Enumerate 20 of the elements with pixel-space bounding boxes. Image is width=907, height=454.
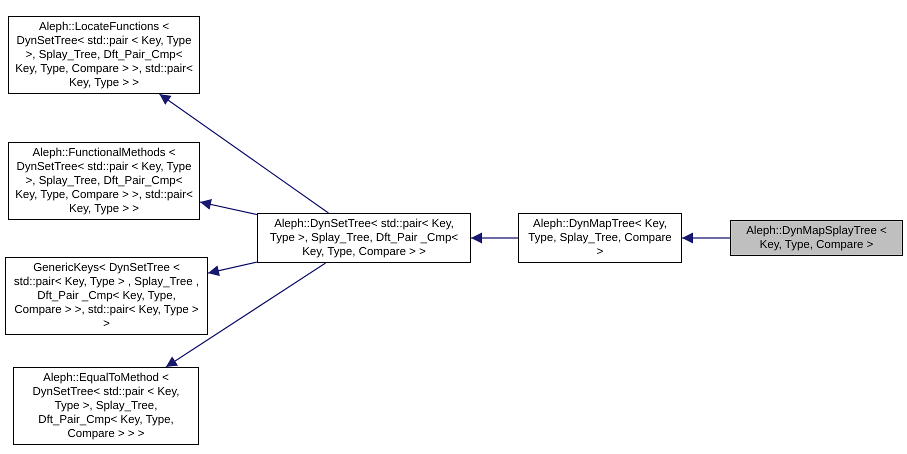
class-name: GenericKeys< DynSetTree < std::pair< Key, Type > , Splay_Tree , Dft_Pair _Cmp< Key, Type, Compare > >, std::pair< Key, Type > > xyxy=(12,261,200,331)
inheritance-arrow xyxy=(166,262,326,368)
class-box xyxy=(518,213,682,263)
class-box xyxy=(8,16,200,94)
class-box xyxy=(13,367,199,445)
inheritance-arrow xyxy=(200,199,258,216)
class-name: Aleph::LocateFunctions < DynSetTree< std::pair < Key, Type >, Splay_Tree, Dft_Pair_Cmp< Key, Type, Compare > >, std::pair< Key, Type > > xyxy=(15,20,193,90)
class-name: Aleph::FunctionalMethods < DynSetTree< std::pair < Key, Type >, Splay_Tree, Dft_Pair_Cmp< Key, Type, Compare > >, std::pair< Key, Type > > xyxy=(15,146,193,216)
class-name: Aleph::DynSetTree< std::pair< Key, Type >, Splay_Tree, Dft_Pair _Cmp< Key, Type, Compare > > xyxy=(268,217,460,259)
class-box xyxy=(5,257,208,335)
class-box xyxy=(257,213,471,263)
inheritance-arrow xyxy=(208,262,258,276)
inheritance-arrow xyxy=(159,94,329,214)
inheritance-arrow xyxy=(471,232,518,244)
class-name: Aleph::EqualToMethod < DynSetTree< std::pair < Key, Type >, Splay_Tree, Dft_Pair_Cmp< Key, Type, Compare > > > xyxy=(31,371,180,441)
inheritance-arrow xyxy=(682,232,730,244)
class-name: Aleph::DynMapTree< Key, Type, Splay_Tree, Compare > xyxy=(527,217,673,259)
class-box xyxy=(8,142,200,220)
class-name: Aleph::DynMapSplayTree < Key, Type, Compare > xyxy=(745,224,888,252)
class-box xyxy=(730,220,903,256)
